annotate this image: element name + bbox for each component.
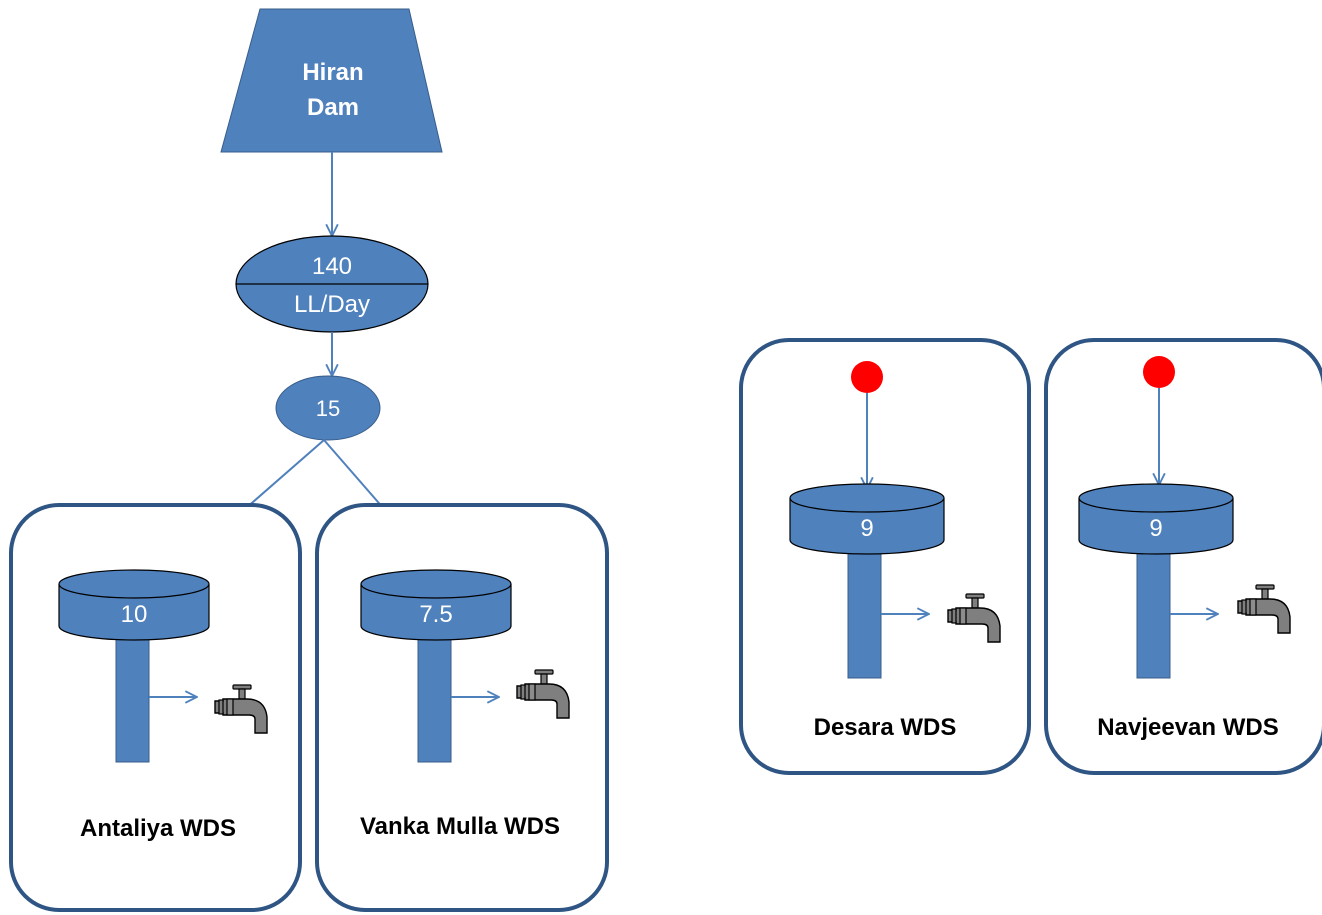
tank-capacity-vanka-mulla: 7.5 [419, 601, 452, 628]
station-name-antaliya: Antaliya WDS [80, 815, 236, 842]
tank-navjeevan: 9 [1078, 483, 1234, 679]
tank-capacity-antaliya: 10 [121, 601, 148, 628]
flow-value: 140 [312, 253, 352, 280]
hiran-dam: Hiran Dam [220, 8, 443, 153]
station-box-navjeevan [1044, 338, 1322, 775]
junction-node: 15 [275, 375, 381, 441]
tank-capacity-desara: 9 [860, 515, 873, 542]
station-name-vanka-mulla: Vanka Mulla WDS [360, 813, 560, 840]
dam-label-line2: Dam [307, 94, 359, 121]
tank-vanka-mulla: 7.5 [360, 569, 512, 763]
source-dot-navjeevan [1143, 356, 1175, 388]
junction-value: 15 [316, 396, 340, 421]
station-box-desara [739, 338, 1031, 775]
tank-desara: 9 [789, 483, 945, 679]
station-name-desara: Desara WDS [814, 714, 957, 741]
tank-antaliya: 10 [58, 569, 210, 763]
tank-capacity-navjeevan: 9 [1149, 515, 1162, 542]
source-dot-desara [851, 361, 883, 393]
dam-label-line1: Hiran [302, 59, 363, 86]
station-name-navjeevan: Navjeevan WDS [1097, 714, 1278, 741]
flow-unit: LL/Day [294, 291, 370, 318]
flow-meter: 140 LL/Day [235, 235, 429, 333]
